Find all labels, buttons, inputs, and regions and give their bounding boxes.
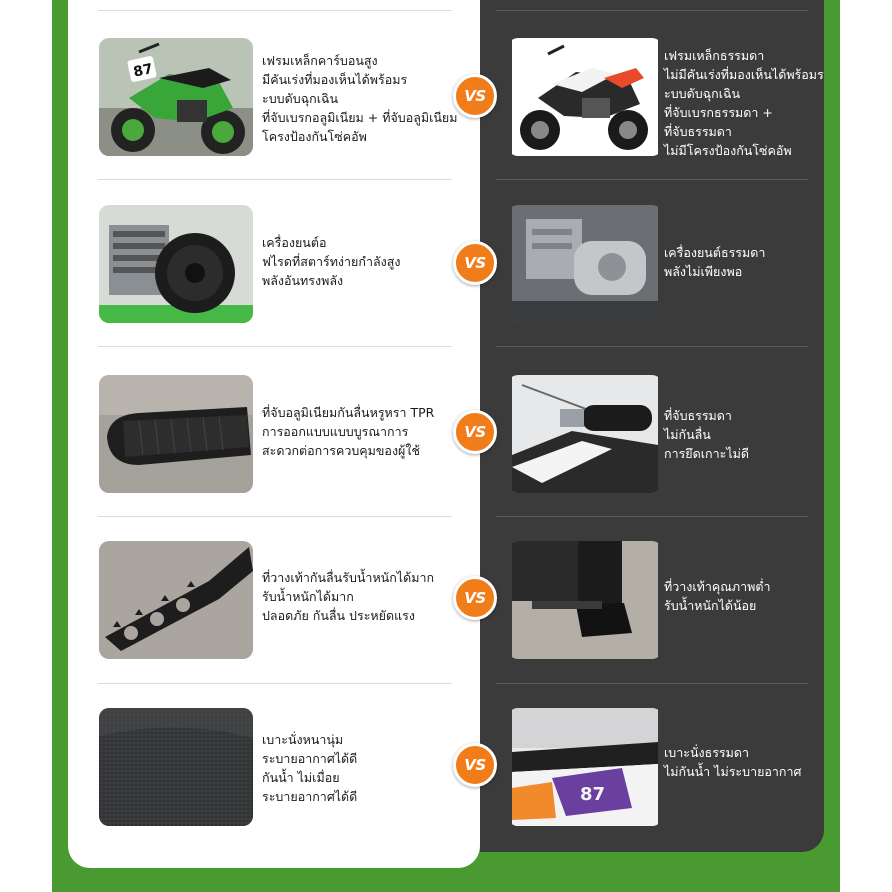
vs-badge: VS [453, 74, 497, 118]
divider [496, 10, 808, 11]
premium-feature-text: เครื่องยนต์อฟไรดที่สตาร์ทง่ายกำลังสูงพลั… [262, 235, 401, 288]
ordinary-feature-text: เฟรมเหล็กธรรมดาไม่มีคันเร่งที่มองเห็นได้… [664, 48, 824, 158]
premium-feature-text: ที่วางเท้ากันลื่นรับน้ำหนักได้มากรับน้ำห… [262, 570, 435, 623]
ordinary-feature-text: ที่จับธรรมดาไม่กันลื่นการยึดเกาะไม่ดี [664, 408, 749, 461]
premium-feature-text: เบาะนั่งหนานุ่มระบายอากาศได้ดีกันน้ำ ไม่… [262, 732, 358, 804]
ordinary-grip-photo [508, 375, 662, 493]
seat-photo [99, 708, 253, 826]
ordinary-seat-photo: 87 [508, 708, 662, 826]
divider [98, 346, 452, 347]
vs-badge: VS [453, 410, 497, 454]
divider [496, 683, 808, 684]
svg-text:87: 87 [580, 784, 605, 805]
divider [496, 179, 808, 180]
ordinary-feature-text: เครื่องยนต์ธรรมดาพลังไม่เพียงพอ [664, 245, 766, 279]
vs-badge: VS [453, 241, 497, 285]
premium-feature-text: เฟรมเหล็กคาร์บอนสูงมีคันเร่งที่มองเห็นได… [262, 53, 458, 144]
svg-text:87: 87 [132, 61, 154, 81]
ordinary-feature-text: ที่วางเท้าคุณภาพต่ำรับน้ำหนักได้น้อย [664, 579, 771, 613]
green-dirt-bike-photo: 87 [99, 38, 253, 156]
rubber-grip-photo [99, 375, 253, 493]
divider [496, 346, 808, 347]
divider [98, 683, 452, 684]
divider [98, 516, 452, 517]
boot-on-footpeg-photo [508, 541, 662, 659]
ordinary-engine-photo [508, 205, 662, 323]
engine-photo [99, 205, 253, 323]
vs-badge: VS [453, 576, 497, 620]
divider [98, 10, 452, 11]
vs-badge: VS [453, 743, 497, 787]
black-white-dirt-bike-photo [508, 38, 662, 156]
ordinary-feature-text: เบาะนั่งธรรมดาไม่กันน้ำ ไม่ระบายอากาศ [664, 745, 802, 779]
divider [496, 516, 808, 517]
footpeg-photo [99, 541, 253, 659]
divider [98, 179, 452, 180]
